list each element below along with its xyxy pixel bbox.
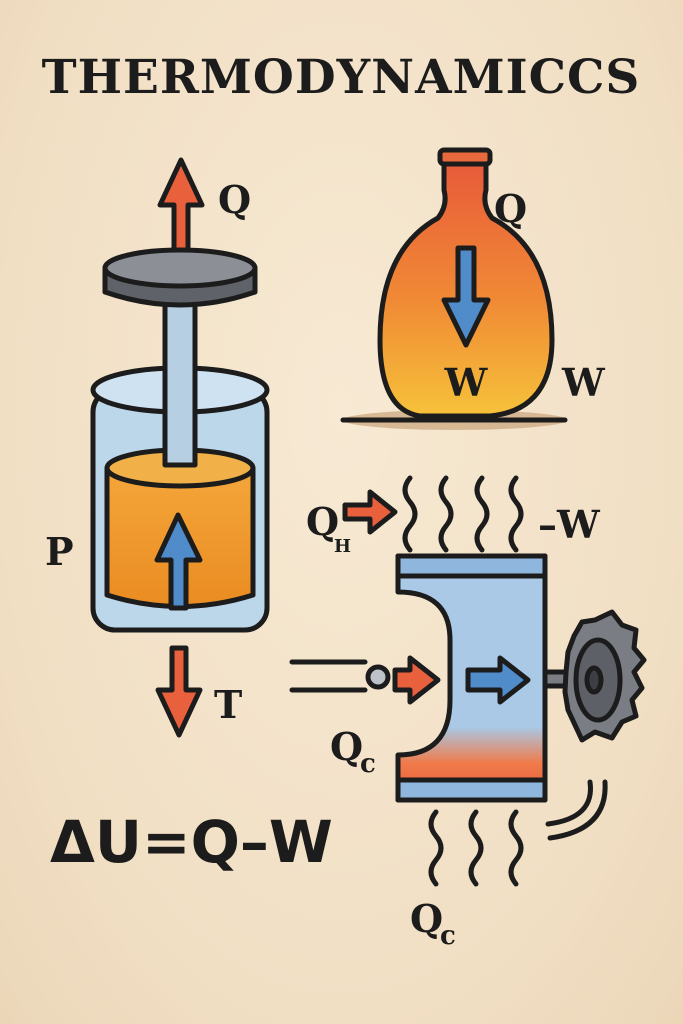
heat-waves-top xyxy=(402,475,524,553)
page-title: THERMODYNAMICCS xyxy=(42,50,641,105)
engine-label-work: –W xyxy=(538,502,601,547)
flask: Q W W xyxy=(340,147,606,430)
heat-out-arrow-icon xyxy=(157,157,205,265)
intake-valve xyxy=(365,664,391,690)
heat-engine: Q H –W Q c xyxy=(289,475,647,951)
first-law-equation: ΔU=Q–W xyxy=(50,808,333,876)
piston-disk-top xyxy=(102,247,258,289)
work-flow-arrow-icon xyxy=(465,655,531,705)
engine-label-qh: Q xyxy=(306,499,339,544)
piston-label-p: P xyxy=(45,529,74,574)
intake-pipe xyxy=(289,659,368,693)
gear-icon xyxy=(562,609,647,743)
piston-cylinder: Q P T xyxy=(45,157,270,738)
piston-label-t: T xyxy=(214,682,242,727)
engine-label-qc-left-subscript: c xyxy=(360,749,376,779)
flask-label-w-outer: W xyxy=(561,360,606,405)
engine-label-qh-subscript: H xyxy=(334,536,351,557)
heat-in-arrow-icon xyxy=(342,489,398,535)
pressure-up-arrow-icon xyxy=(154,512,203,611)
temperature-down-arrow-icon xyxy=(155,645,203,738)
engine-top-band xyxy=(395,553,548,579)
heat-waves-bottom xyxy=(428,809,524,887)
engine-bottom-band xyxy=(395,777,548,803)
engine-label-qc-bottom-subscript: c xyxy=(440,921,456,951)
intake-arrow-icon xyxy=(392,655,441,705)
flask-lip xyxy=(437,147,493,167)
piston-rod xyxy=(162,297,198,468)
flask-label-q: Q xyxy=(494,186,527,231)
piston-label-q: Q xyxy=(218,177,251,222)
flask-label-w-inner: W xyxy=(444,360,489,405)
engine-label-qc-left: Q xyxy=(330,724,363,769)
exhaust-lines xyxy=(545,779,608,841)
engine-label-qc-bottom: Q xyxy=(410,896,443,941)
work-down-arrow-icon xyxy=(441,245,491,348)
